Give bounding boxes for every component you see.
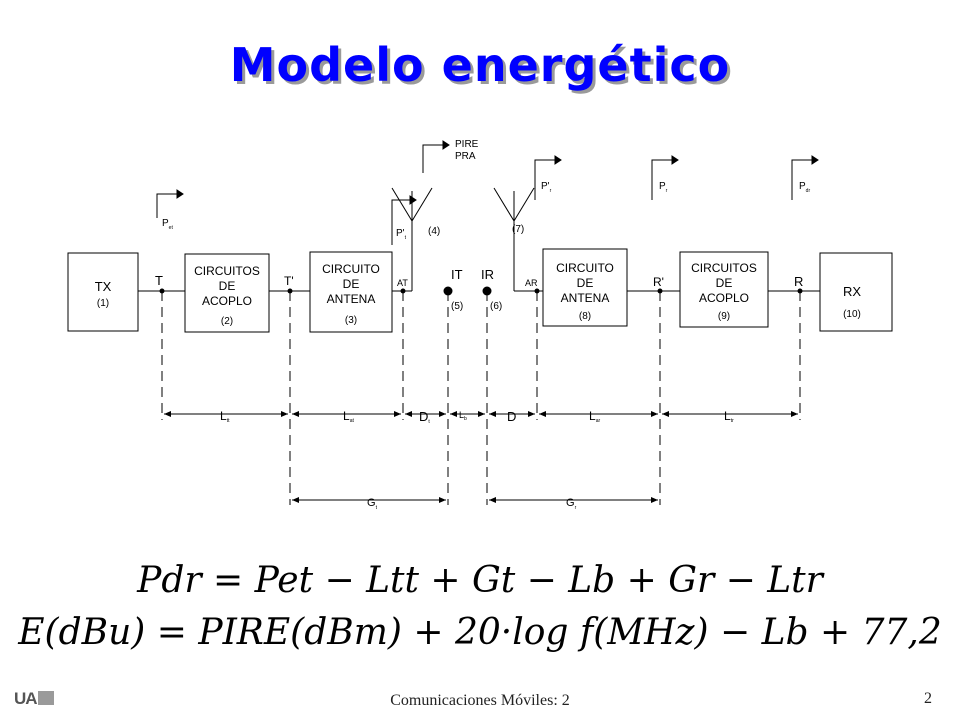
power-pt-label: P't bbox=[396, 228, 407, 241]
block3-line2: DE bbox=[343, 277, 360, 291]
point-ar-label: AR bbox=[525, 278, 538, 288]
num-5: (5) bbox=[451, 301, 463, 312]
point-at-label: AT bbox=[397, 278, 408, 288]
point-at-dot bbox=[400, 288, 406, 294]
measure-dt: Dt bbox=[419, 409, 430, 425]
tx-label: TX bbox=[95, 279, 112, 294]
point-ir-dot bbox=[482, 286, 492, 296]
pire-label: PIRE bbox=[455, 139, 479, 150]
power-pdr-label: Pdr bbox=[799, 181, 810, 194]
block9-line1: CIRCUITOS bbox=[691, 261, 757, 275]
point-rp-label: R' bbox=[653, 275, 664, 289]
block8-line2: DE bbox=[577, 276, 594, 290]
block9-line2: DE bbox=[716, 276, 733, 290]
rx-block bbox=[819, 252, 893, 332]
point-t-dot bbox=[159, 288, 165, 294]
tx-block bbox=[67, 252, 139, 332]
equation-power-balance: Pdr = Pet − Ltt + Gt − Lb + Gr − Ltr bbox=[137, 560, 823, 601]
point-ar-dot bbox=[534, 288, 540, 294]
point-r-label: R bbox=[794, 274, 803, 289]
rx-num: (10) bbox=[843, 309, 861, 320]
block2-line2: DE bbox=[219, 279, 236, 293]
power-pr-label: Pr bbox=[659, 181, 668, 194]
antenna-circuit-rx bbox=[542, 248, 628, 327]
block2-line1: CIRCUITOS bbox=[194, 264, 260, 278]
block3-line3: ANTENA bbox=[327, 292, 376, 306]
footer-text: Comunicaciones Móviles: 2 bbox=[390, 692, 570, 709]
measure-ltt: Ltt bbox=[220, 409, 230, 424]
measure-lat: Lat bbox=[343, 409, 354, 424]
block3-line1: CIRCUITO bbox=[322, 262, 380, 276]
measure-lar: Lar bbox=[589, 409, 600, 424]
point-rp-dot bbox=[657, 288, 663, 294]
uam-logo: UA bbox=[14, 689, 54, 709]
power-pr-prime-label: P'r bbox=[541, 181, 552, 194]
block9-line3: ACOPLO bbox=[699, 291, 749, 305]
point-it-label: IT bbox=[451, 267, 463, 282]
equation-field-strength: E(dBu) = PIRE(dBm) + 20·log f(MHz) − Lb … bbox=[18, 612, 942, 653]
coupling-block-tx bbox=[184, 253, 270, 333]
block9-num: (9) bbox=[718, 311, 730, 322]
num-7: (7) bbox=[512, 224, 524, 235]
block8-line1: CIRCUITO bbox=[556, 261, 614, 275]
tx-num: (1) bbox=[97, 298, 109, 309]
point-tp-label: T' bbox=[284, 274, 294, 288]
num-6: (6) bbox=[490, 301, 502, 312]
point-tp-dot bbox=[287, 288, 293, 294]
measure-gr: Gr bbox=[566, 497, 577, 511]
block8-line3: ANTENA bbox=[561, 291, 610, 305]
energy-model-diagram: TX (1) CIRCUITOS DE ACOPLO (2) CIRCUITO … bbox=[67, 139, 893, 511]
pra-label: PRA bbox=[455, 151, 476, 162]
rx-label: RX bbox=[843, 284, 861, 299]
measure-dr: Dr bbox=[507, 409, 518, 425]
measure-lb: Lb bbox=[459, 410, 467, 422]
antenna-circuit-tx bbox=[309, 251, 393, 333]
point-r-dot bbox=[797, 288, 803, 294]
measure-ltr: Ltr bbox=[724, 409, 734, 424]
power-pet-label: Pet bbox=[162, 218, 173, 231]
block2-line3: ACOPLO bbox=[202, 294, 252, 308]
point-it-dot bbox=[443, 286, 453, 296]
point-ir-label: IR bbox=[481, 267, 494, 282]
page-number: 2 bbox=[924, 690, 932, 707]
slide-title: Modelo energético bbox=[229, 38, 731, 92]
coupling-block-rx bbox=[679, 251, 769, 328]
measure-gt: Gt bbox=[367, 497, 378, 511]
num-4: (4) bbox=[428, 226, 440, 237]
point-t-label: T bbox=[155, 273, 163, 288]
block2-num: (2) bbox=[221, 316, 233, 327]
block3-num: (3) bbox=[345, 315, 357, 326]
block8-num: (8) bbox=[579, 311, 591, 322]
